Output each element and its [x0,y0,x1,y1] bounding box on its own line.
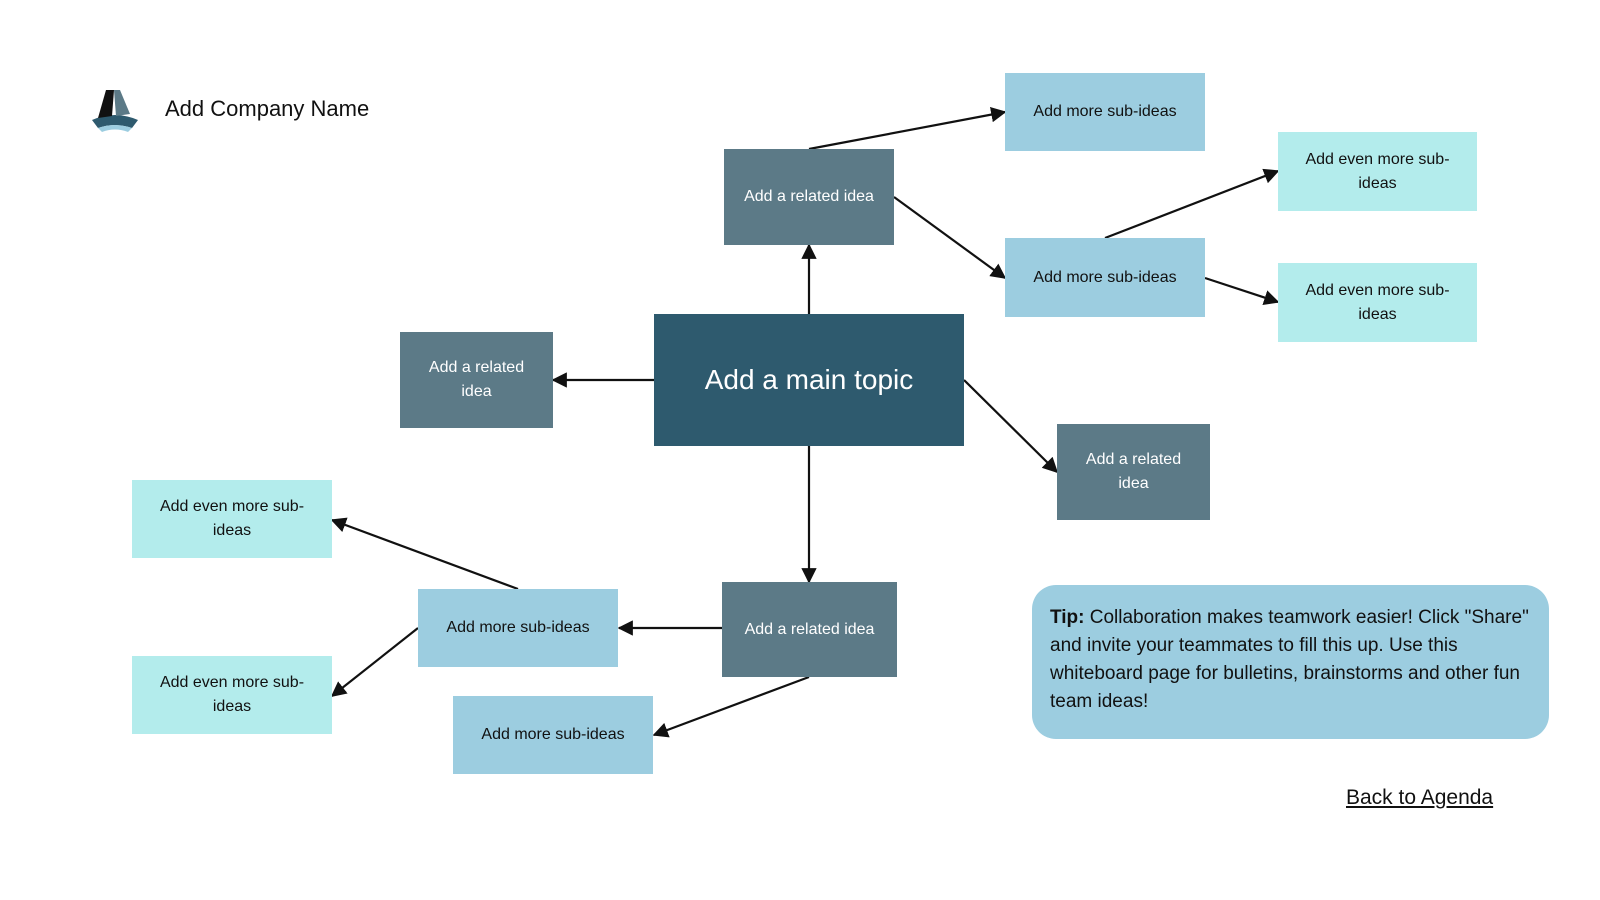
arrow-top-to-sub-a [808,107,1007,151]
arrow-sub-b-to-even-b [1204,276,1280,305]
related-idea-label: Add a related idea [428,359,525,400]
arrow-sub-b-to-even-a [1104,168,1280,240]
even-more-sub-idea-label: Add even more sub-ideas [1305,281,1450,323]
even-more-sub-idea-node[interactable]: Add even more sub-ideas [1278,263,1477,342]
sub-idea-label: Add more sub-ideas [1033,103,1177,120]
tip-label: Tip: [1050,607,1085,628]
related-idea-label: Add a related idea [744,188,874,205]
sub-idea-label: Add more sub-ideas [446,619,590,636]
arrow-main-to-right [963,379,1059,474]
main-topic-node[interactable]: Add a main topic [654,314,964,446]
tip-text: Collaboration makes teamwork easier! Cli… [1050,607,1529,712]
related-idea-label: Add a related idea [1085,451,1182,492]
even-more-sub-idea-node[interactable]: Add even more sub-ideas [132,480,332,558]
related-idea-node-bottom[interactable]: Add a related idea [722,582,897,677]
arrow-sub-c-to-even-d [330,627,419,697]
sub-idea-label: Add more sub-ideas [481,726,625,743]
company-logo-icon [92,90,138,132]
even-more-sub-idea-node[interactable]: Add even more sub-ideas [1278,132,1477,211]
arrow-top-to-sub-b [893,196,1007,279]
sub-idea-node[interactable]: Add more sub-ideas [418,589,618,667]
back-to-agenda-link[interactable]: Back to Agenda [1346,786,1494,809]
even-more-sub-idea-node[interactable]: Add even more sub-ideas [132,656,332,734]
sub-idea-node[interactable]: Add more sub-ideas [1005,238,1205,317]
related-idea-node-top[interactable]: Add a related idea [724,149,894,245]
arrow-sub-c-to-even-c [330,517,519,591]
even-more-sub-idea-label: Add even more sub-ideas [159,674,305,715]
related-idea-node-left[interactable]: Add a related idea [400,332,553,428]
tip-callout: Tip: Collaboration makes teamwork easier… [1032,585,1549,739]
even-more-sub-idea-label: Add even more sub-ideas [1305,150,1450,192]
related-idea-label: Add a related idea [744,620,875,638]
sub-idea-node[interactable]: Add more sub-ideas [1005,73,1205,151]
sub-idea-label: Add more sub-ideas [1033,268,1177,286]
main-topic-label: Add a main topic [704,364,914,395]
arrow-bottom-to-sub-d [652,675,810,738]
company-name: Add Company Name [165,96,370,121]
related-idea-node-right[interactable]: Add a related idea [1057,424,1210,520]
sub-idea-node[interactable]: Add more sub-ideas [453,696,653,774]
even-more-sub-idea-label: Add even more sub-ideas [159,498,305,539]
